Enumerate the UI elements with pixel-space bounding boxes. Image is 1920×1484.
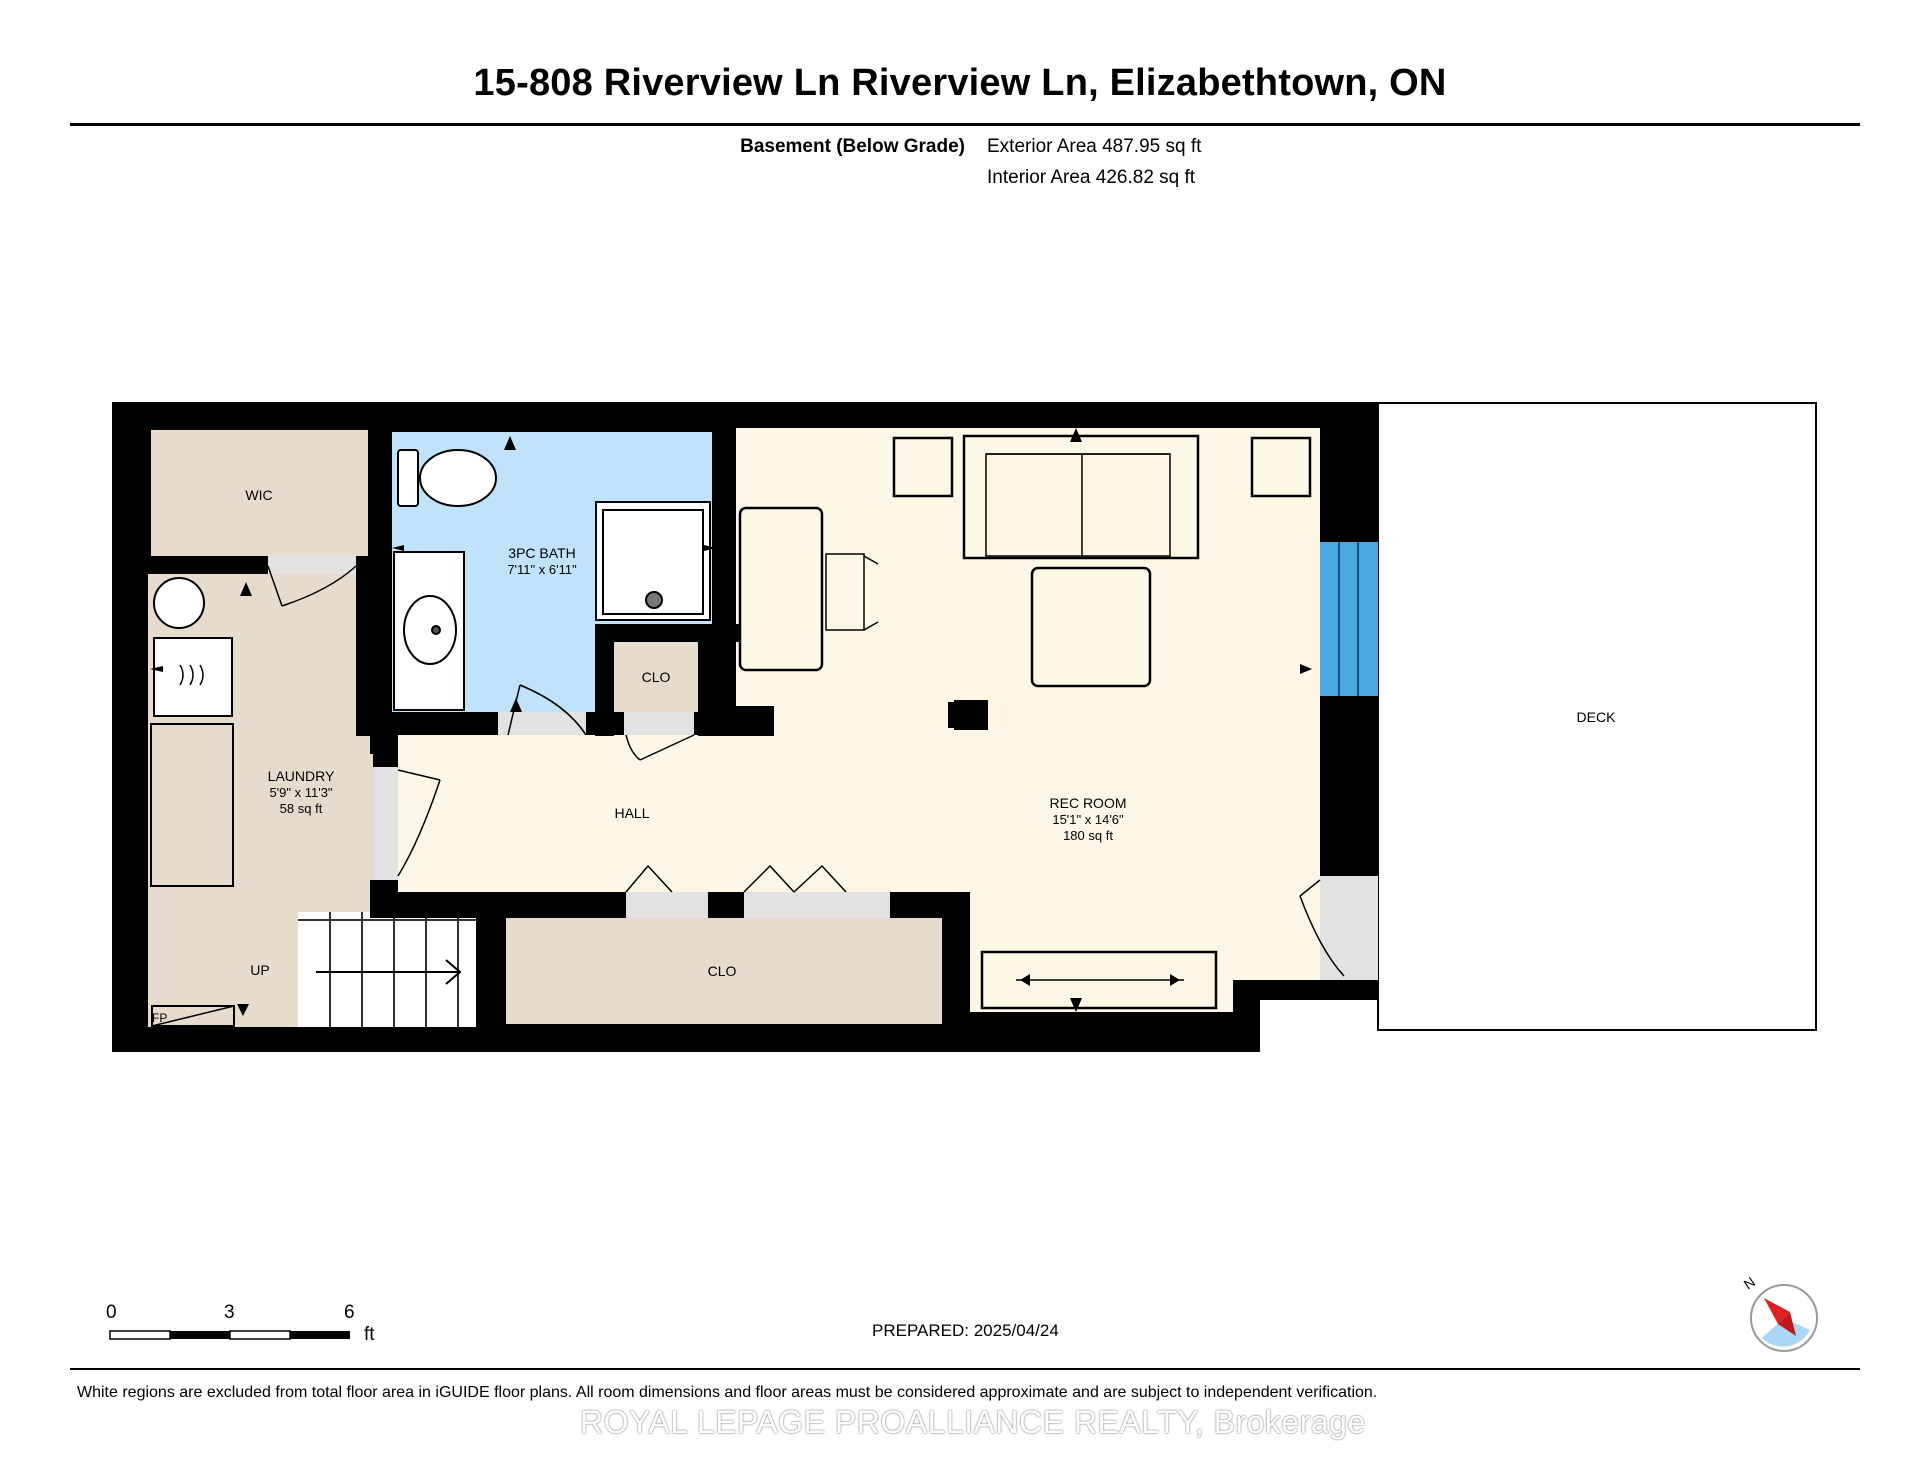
rec-area-label: 180 sq ft — [1063, 828, 1113, 843]
window — [1320, 542, 1378, 696]
door-openings — [268, 556, 1378, 980]
rec-furniture — [738, 434, 1312, 1010]
compass-north-label: N — [1741, 1274, 1758, 1293]
scale-tick-0: 0 — [106, 1302, 117, 1323]
large-closet-label: CLO — [708, 963, 737, 979]
bath-name-label: 3PC BATH — [508, 545, 575, 561]
view-arrows — [150, 428, 1312, 1016]
scale-unit: ft — [364, 1324, 375, 1345]
laundry-name-label: LAUNDRY — [268, 768, 335, 784]
footer-divider — [70, 1368, 1860, 1370]
page-title: 15-808 Riverview Ln Riverview Ln, Elizab… — [473, 62, 1447, 104]
prepared-date: PREPARED: 2025/04/24 — [872, 1321, 1059, 1340]
scale-bar — [109, 1330, 350, 1340]
small-closet-label: CLO — [642, 669, 671, 685]
deck-area — [1377, 402, 1817, 1031]
scale-tick-3: 3 — [224, 1302, 235, 1323]
fp-label: FP — [152, 1011, 167, 1025]
laundry-area-label: 58 sq ft — [280, 801, 323, 816]
wic-room — [151, 430, 368, 556]
bath-fixtures — [393, 449, 711, 711]
interior-area: Interior Area 426.82 sq ft — [987, 167, 1196, 188]
rec-dims-label: 15'1" x 14'6" — [1052, 812, 1124, 827]
stairs — [298, 912, 476, 1027]
rec-name-label: REC ROOM — [1050, 795, 1127, 811]
level-name: Basement (Below Grade) — [740, 136, 965, 157]
laundry-dims-label: 5'9" x 11'3" — [269, 785, 332, 800]
small-closet-room — [614, 642, 698, 712]
large-closet-room — [506, 918, 942, 1024]
brokerage-watermark: ROYAL LEPAGE PROALLIANCE REALTY, Brokera… — [580, 1404, 1366, 1440]
scale-tick-6: 6 — [344, 1302, 355, 1323]
compass-icon: N — [1741, 1274, 1818, 1352]
bath-dims-label: 7'11" x 6'11" — [507, 562, 577, 577]
deck-label: DECK — [1577, 709, 1617, 725]
laundry-fixtures — [150, 577, 235, 1027]
hall-label: HALL — [614, 805, 649, 821]
stairs-label: UP — [250, 962, 269, 978]
header-divider — [70, 123, 1860, 126]
disclaimer: White regions are excluded from total fl… — [77, 1384, 1378, 1401]
exterior-area: Exterior Area 487.95 sq ft — [987, 136, 1202, 157]
wic-label: WIC — [245, 487, 272, 503]
